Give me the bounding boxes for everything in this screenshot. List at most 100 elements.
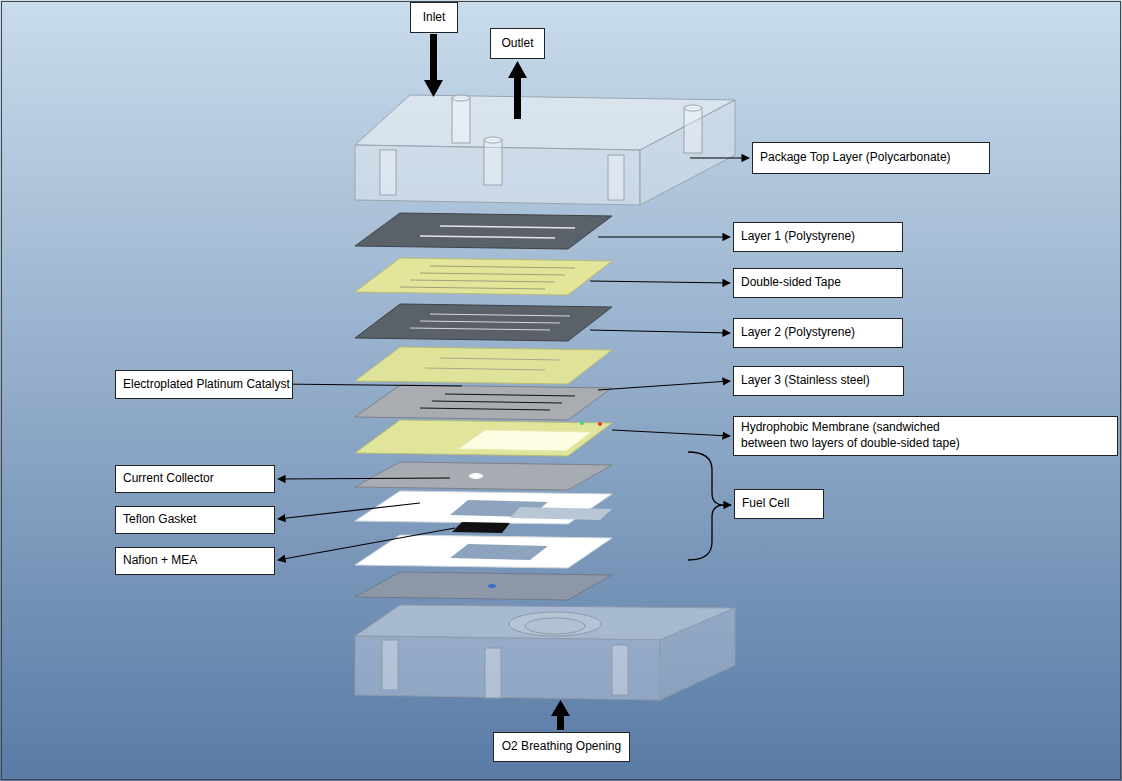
label-box: Hydrophobic Membrane (sandwiched between… — [733, 416, 1118, 456]
label-text: Layer 3 (Stainless steel) — [741, 373, 896, 389]
channel — [420, 236, 555, 238]
peg — [484, 137, 502, 143]
label-box: Double-sided Tape — [733, 268, 903, 298]
leader-line — [724, 504, 731, 505]
tape-layer — [355, 420, 612, 456]
slot — [445, 394, 575, 396]
leader-line — [278, 503, 420, 519]
label-text: Package Top Layer (Polycarbonate) — [760, 150, 982, 166]
tape-layer — [355, 347, 612, 384]
label-text: O2 Breathing Opening — [501, 739, 622, 755]
label-box: O2 Breathing Opening — [493, 732, 630, 762]
label-box: Electroplated Platinum Catalyst — [115, 370, 293, 399]
hole — [469, 473, 483, 479]
layer-1 — [355, 213, 612, 249]
label-box: Nafion + MEA — [115, 547, 275, 575]
channel — [410, 328, 550, 330]
peg — [484, 140, 502, 185]
current-collector-top — [355, 462, 612, 490]
layer-3 — [355, 385, 612, 420]
breathing-opening — [525, 618, 585, 634]
tape-layer — [355, 258, 612, 295]
peg — [684, 105, 702, 111]
peg — [608, 155, 624, 200]
package-bottom — [355, 605, 735, 700]
o2-arrow — [557, 714, 564, 730]
marker-dot — [580, 421, 584, 425]
label-text: Teflon Gasket — [123, 512, 267, 528]
inlet-arrow — [424, 80, 443, 97]
nafion-mea — [452, 522, 510, 533]
label-box: Package Top Layer (Polycarbonate) — [752, 142, 990, 174]
collector-plate — [355, 572, 612, 600]
breathing-opening — [509, 612, 601, 636]
leader-lines — [278, 158, 749, 560]
label-text: Layer 1 (Polystyrene) — [741, 229, 895, 245]
mea — [452, 522, 510, 533]
leader-line — [598, 236, 730, 237]
leader-line — [278, 478, 450, 479]
label-box: Current Collector — [115, 465, 275, 493]
slot — [420, 408, 550, 410]
peg — [485, 648, 501, 698]
peg — [380, 150, 396, 195]
channel — [420, 321, 560, 323]
label-box: Layer 3 (Stainless steel) — [733, 366, 904, 396]
block-face — [355, 636, 660, 700]
leader-line — [690, 157, 749, 158]
block-face — [660, 608, 735, 700]
label-text: Fuel Cell — [742, 496, 816, 512]
block-face — [640, 100, 735, 205]
label-text: Double-sided Tape — [741, 275, 895, 291]
label-box: Outlet — [490, 28, 545, 59]
bracket — [688, 452, 724, 560]
label-box: Inlet — [410, 2, 458, 33]
o2-arrow — [551, 700, 570, 716]
label-text: Hydrophobic Membrane (sandwiched between… — [741, 420, 987, 451]
cutout — [450, 544, 548, 560]
membrane-tape — [355, 420, 612, 456]
flow-arrows — [424, 34, 570, 730]
collector-plate — [355, 462, 612, 490]
leader-line — [590, 281, 730, 283]
hydrophobic-membrane — [458, 430, 592, 451]
peg — [452, 95, 470, 101]
label-text: Nafion + MEA — [123, 553, 267, 569]
label-box: Layer 2 (Polystyrene) — [733, 318, 903, 348]
leader-line — [590, 330, 730, 333]
slot — [432, 401, 562, 403]
peg — [452, 98, 470, 143]
channel — [440, 226, 575, 228]
channel — [430, 314, 570, 316]
gasket-top — [355, 491, 612, 524]
cutout — [510, 507, 612, 520]
label-text: Outlet — [498, 36, 537, 52]
hole — [488, 584, 496, 588]
marker-dot — [598, 422, 602, 426]
package-top — [355, 95, 735, 205]
label-text: Inlet — [418, 10, 450, 26]
peg — [684, 108, 702, 153]
label-text: Layer 2 (Polystyrene) — [741, 325, 895, 341]
slot — [410, 280, 555, 282]
teflon-gasket — [355, 535, 612, 568]
tape-1 — [355, 258, 612, 295]
teflon-gasket — [355, 491, 612, 524]
leader-line — [278, 384, 462, 386]
inlet-arrow — [430, 34, 437, 82]
label-text: Electroplated Platinum Catalyst — [123, 377, 285, 393]
tape-2 — [355, 347, 612, 384]
slot — [440, 358, 560, 360]
current-collector-bottom — [355, 572, 612, 600]
leader-line — [598, 381, 730, 390]
label-box: Fuel Cell — [734, 489, 824, 519]
label-box: Layer 1 (Polystyrene) — [733, 222, 903, 252]
label-text: Current Collector — [123, 471, 267, 487]
outlet-arrow — [508, 61, 527, 78]
polystyrene-layer — [355, 213, 612, 249]
slot — [420, 273, 565, 275]
polystyrene-layer — [355, 304, 612, 341]
leader-line — [278, 528, 455, 560]
slot — [430, 266, 575, 268]
